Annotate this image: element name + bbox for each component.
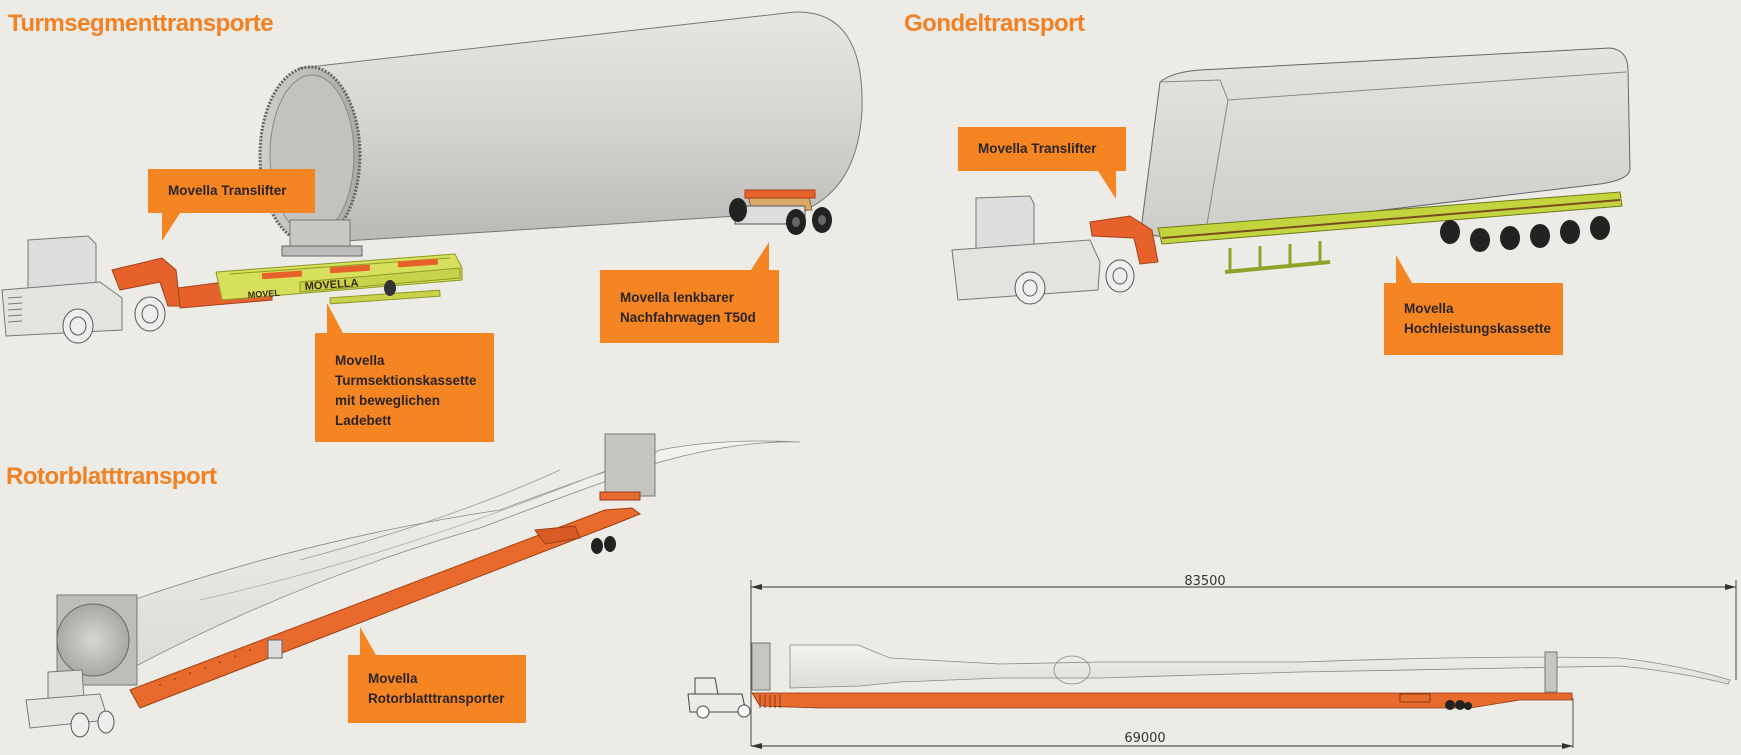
callout-line: Hochleistungskassette <box>1404 321 1552 336</box>
callout-line: Turmsektionskassette <box>335 373 477 388</box>
tower-cassette: MOVELLA MOVEL <box>215 253 463 305</box>
tower-section-title: Turmsegmenttransporte <box>8 10 274 37</box>
callout-nacelle-cassette: Movella Hochleistungskassette <box>1384 255 1563 355</box>
blade-transport-side-drawing: 83500 69000 <box>687 574 1737 749</box>
movella-brand-mark-short: MOVEL <box>247 288 280 300</box>
callout-pointer <box>751 242 769 270</box>
callout-pointer <box>1396 255 1412 283</box>
nacelle-illustration <box>951 47 1631 305</box>
callout-pointer <box>327 303 343 333</box>
callout-line: Movella lenkbarer <box>620 290 735 305</box>
callout-line: mit beweglichen <box>335 393 441 408</box>
callout-pointer <box>360 627 376 655</box>
callout-blade-transporter: Movella Rotorblatttransporter <box>348 627 526 723</box>
blade-tractor <box>25 669 115 738</box>
callout-tower-cassette: Movella Turmsektionskassette mit bewegli… <box>315 303 494 442</box>
callout-line: Movella Translifter <box>978 141 1097 156</box>
callout-line: Movella Translifter <box>168 183 287 198</box>
callout-tower-trailer: Movella lenkbarer Nachfahrwagen T50d <box>600 242 779 343</box>
callout-line: Movella <box>368 671 418 686</box>
rear-steerable-trailer <box>729 189 832 235</box>
movella-brand-mark: MOVELLA <box>304 277 359 293</box>
drawing-tractor <box>687 677 751 719</box>
callout-line: Nachfahrwagen T50d <box>620 310 756 325</box>
callout-line: Rotorblatttransporter <box>368 691 505 706</box>
callout-nacelle-translifter: Movella Translifter <box>958 127 1126 199</box>
trailer-length-dimension: 69000 <box>1124 731 1165 746</box>
tractor-unit <box>1 235 166 344</box>
callout-pointer <box>162 213 180 241</box>
callout-line: Movella <box>1404 301 1454 316</box>
callout-line: Ladebett <box>335 413 392 428</box>
nacelle-tractor <box>951 195 1135 305</box>
callout-pointer <box>1098 171 1116 199</box>
nacelle-section-title: Gondeltransport <box>904 10 1085 37</box>
callout-tower-translifter: Movella Translifter <box>148 169 315 241</box>
overall-length-dimension: 83500 <box>1184 574 1225 589</box>
callout-line: Movella <box>335 353 385 368</box>
blade-section-title: Rotorblatttransport <box>6 463 217 490</box>
rotor-blade-illustration <box>25 433 801 738</box>
